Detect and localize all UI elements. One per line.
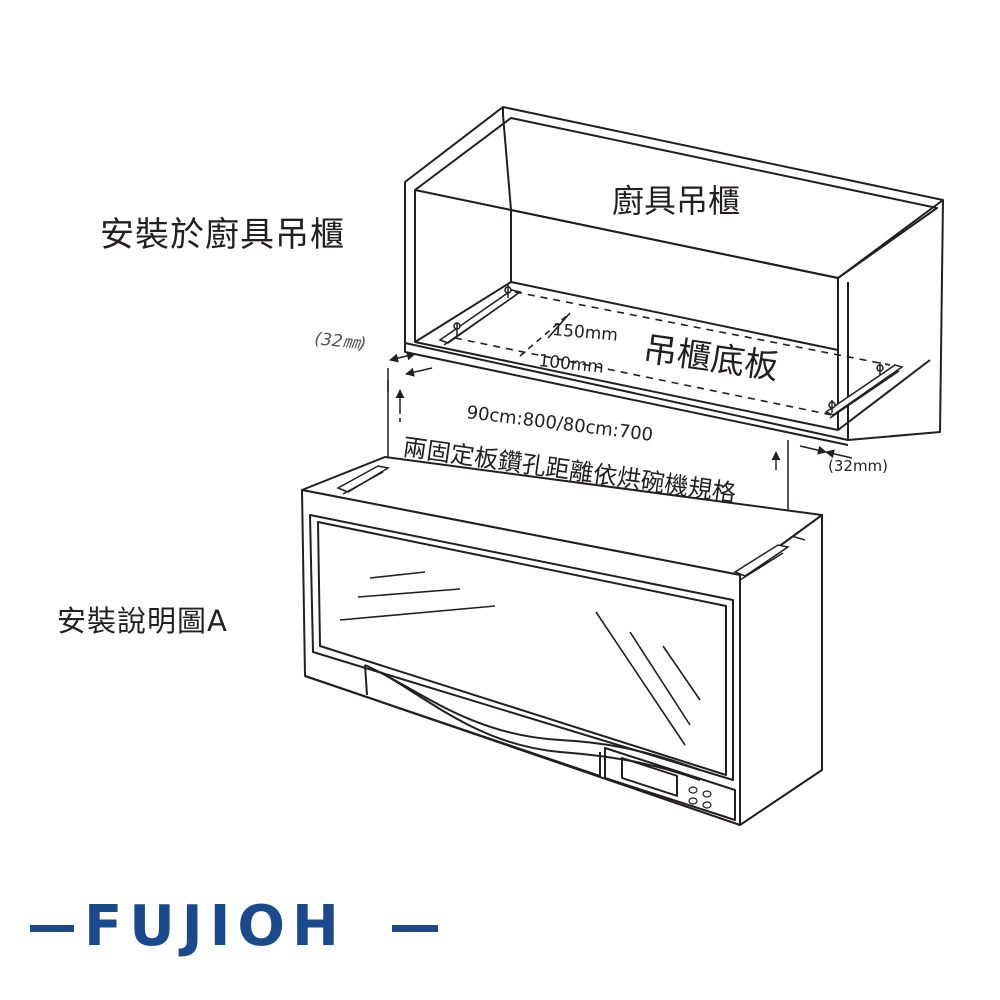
logo-dash-left [30,925,74,932]
width-spec-label: 90cm:800/80cm:700 [465,402,654,446]
gap-left-label: (32㎜) [313,329,367,354]
logo-dash-right [392,925,438,932]
floor-dimension-lines [454,291,891,416]
install-location-label: 安裝於廚具吊櫃 [100,215,345,255]
mounting-rails [438,285,904,419]
cabinet-label: 廚具吊櫃 [612,182,740,220]
gap-right-label: (32mm) [828,457,888,475]
fujioh-logo: FUJIOH [22,892,442,962]
dryer-brackets [336,465,790,581]
dish-dryer [301,456,823,826]
control-buttons [688,786,712,809]
glass-reflection [339,571,701,746]
logo-wordmark: FUJIOH [84,894,346,959]
gap-arrows [389,351,853,459]
figure-title: 安裝說明圖A [57,604,228,638]
